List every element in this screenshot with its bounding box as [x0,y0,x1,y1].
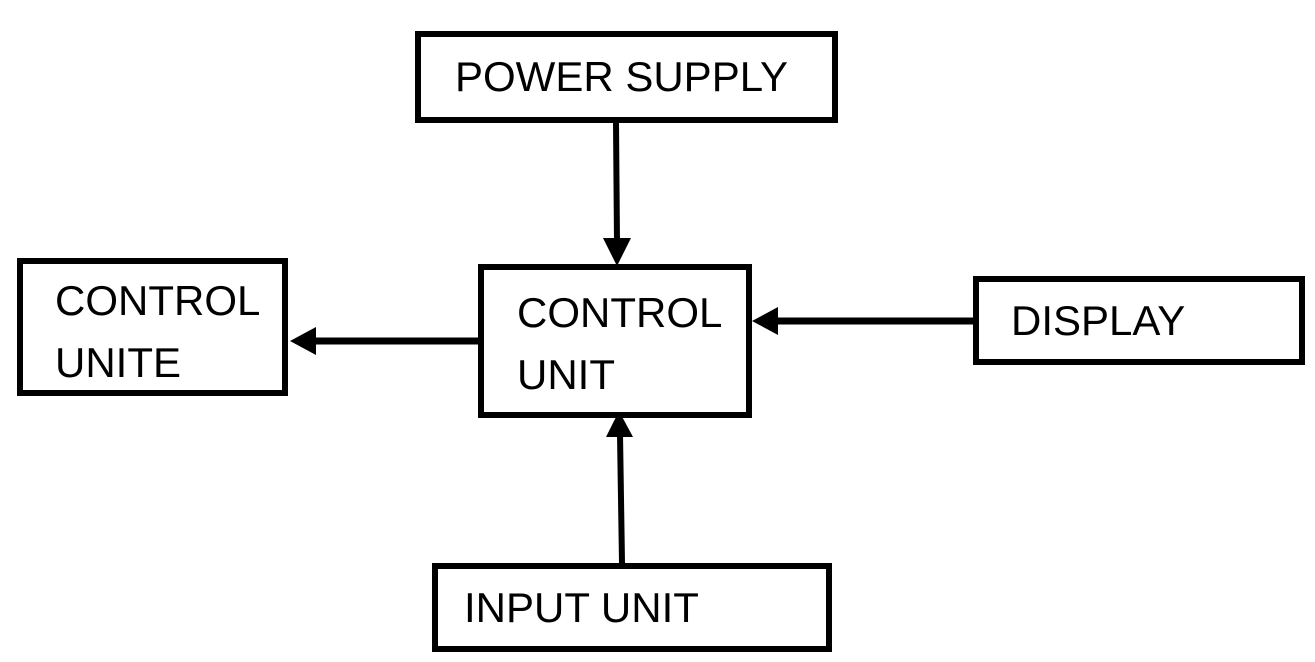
node-display-label: DISPLAY [1011,296,1186,344]
arrow-display-to-control-unit [752,307,975,335]
node-power-supply: POWER SUPPLY [415,31,838,123]
node-input-unit-label: INPUT UNIT [464,583,699,631]
node-control-unite-text: CONTROL UNITE [23,264,282,381]
node-control-unite-label-line1: CONTROL [55,277,261,324]
node-display: DISPLAY [973,276,1305,365]
node-control-unit: CONTROL UNIT [478,264,752,418]
arrow-control-unit-to-control-unite [290,327,479,355]
arrow-input-unit-to-control-unit [606,411,633,564]
node-control-unit-label-line2: UNIT [517,351,615,398]
node-control-unite: CONTROL UNITE [17,258,288,396]
node-input-unit: INPUT UNIT [432,563,832,652]
arrow-power-supply-to-control-unit [603,122,631,266]
node-control-unit-label-line1: CONTROL [517,289,723,336]
node-control-unite-label-line2: UNITE [55,339,181,381]
node-power-supply-label: POWER SUPPLY [455,53,788,100]
